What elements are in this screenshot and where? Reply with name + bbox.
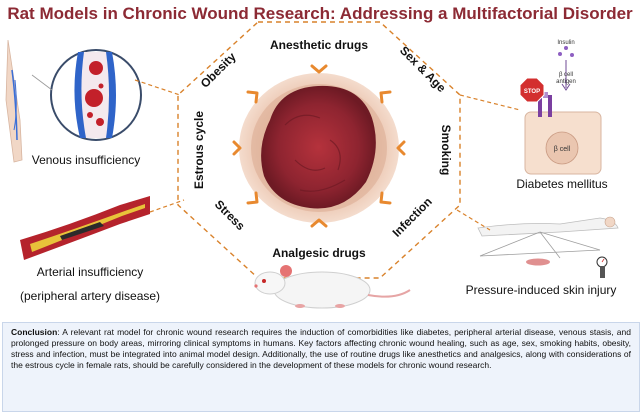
- label-arterial-line1: Arterial insufficiency: [37, 265, 144, 279]
- conclusion-label: Conclusion: [11, 327, 58, 337]
- factor-bottom-left: Stress: [212, 197, 248, 233]
- venous-illustration: [5, 39, 142, 163]
- arrow-top-left: [246, 90, 259, 104]
- wound-illustration: [239, 73, 399, 223]
- conclusion-box: Conclusion: A relevant rat model for chr…: [2, 322, 640, 412]
- label-arterial-line2: (peripheral artery disease): [20, 289, 160, 303]
- factor-bottom-right: Infection: [390, 195, 435, 240]
- rat-illustration: [254, 265, 411, 309]
- factor-top-left: Obesity: [198, 49, 239, 90]
- label-antigen-line2: antigen: [556, 79, 576, 85]
- arrow-bottom-left: [246, 191, 259, 205]
- arrow-left: [232, 140, 242, 156]
- arrow-top: [310, 64, 328, 74]
- arrow-bottom: [310, 218, 328, 228]
- arrow-right: [396, 140, 406, 156]
- label-beta-cell: β cell: [554, 146, 571, 153]
- factor-top-right: Sex & Age: [397, 43, 449, 95]
- arrow-top-right: [379, 90, 392, 104]
- factor-left: Estrous cycle: [192, 111, 206, 189]
- diabetes-illustration: [519, 46, 602, 175]
- factor-top: Anesthetic drugs: [270, 38, 368, 52]
- label-insulin: Insulin: [557, 40, 574, 46]
- label-venous: Venous insufficiency: [32, 153, 141, 167]
- label-antigen-line1: β cell: [559, 72, 573, 78]
- label-stop: STOP: [524, 89, 540, 95]
- label-pressure: Pressure-induced skin injury: [466, 283, 617, 297]
- page-title: Rat Models in Chronic Wound Research: Ad…: [7, 4, 633, 23]
- arrow-bottom-right: [379, 191, 392, 205]
- conclusion-text: : A relevant rat model for chronic wound…: [11, 327, 631, 370]
- factor-right: Smoking: [439, 125, 453, 176]
- label-diabetes: Diabetes mellitus: [516, 177, 607, 191]
- pressure-illustration: [477, 216, 619, 278]
- artery-illustration: [20, 196, 150, 260]
- factor-bottom: Analgesic drugs: [272, 246, 366, 260]
- figure-canvas: Anesthetic drugs Analgesic drugs Estrous…: [5, 21, 619, 309]
